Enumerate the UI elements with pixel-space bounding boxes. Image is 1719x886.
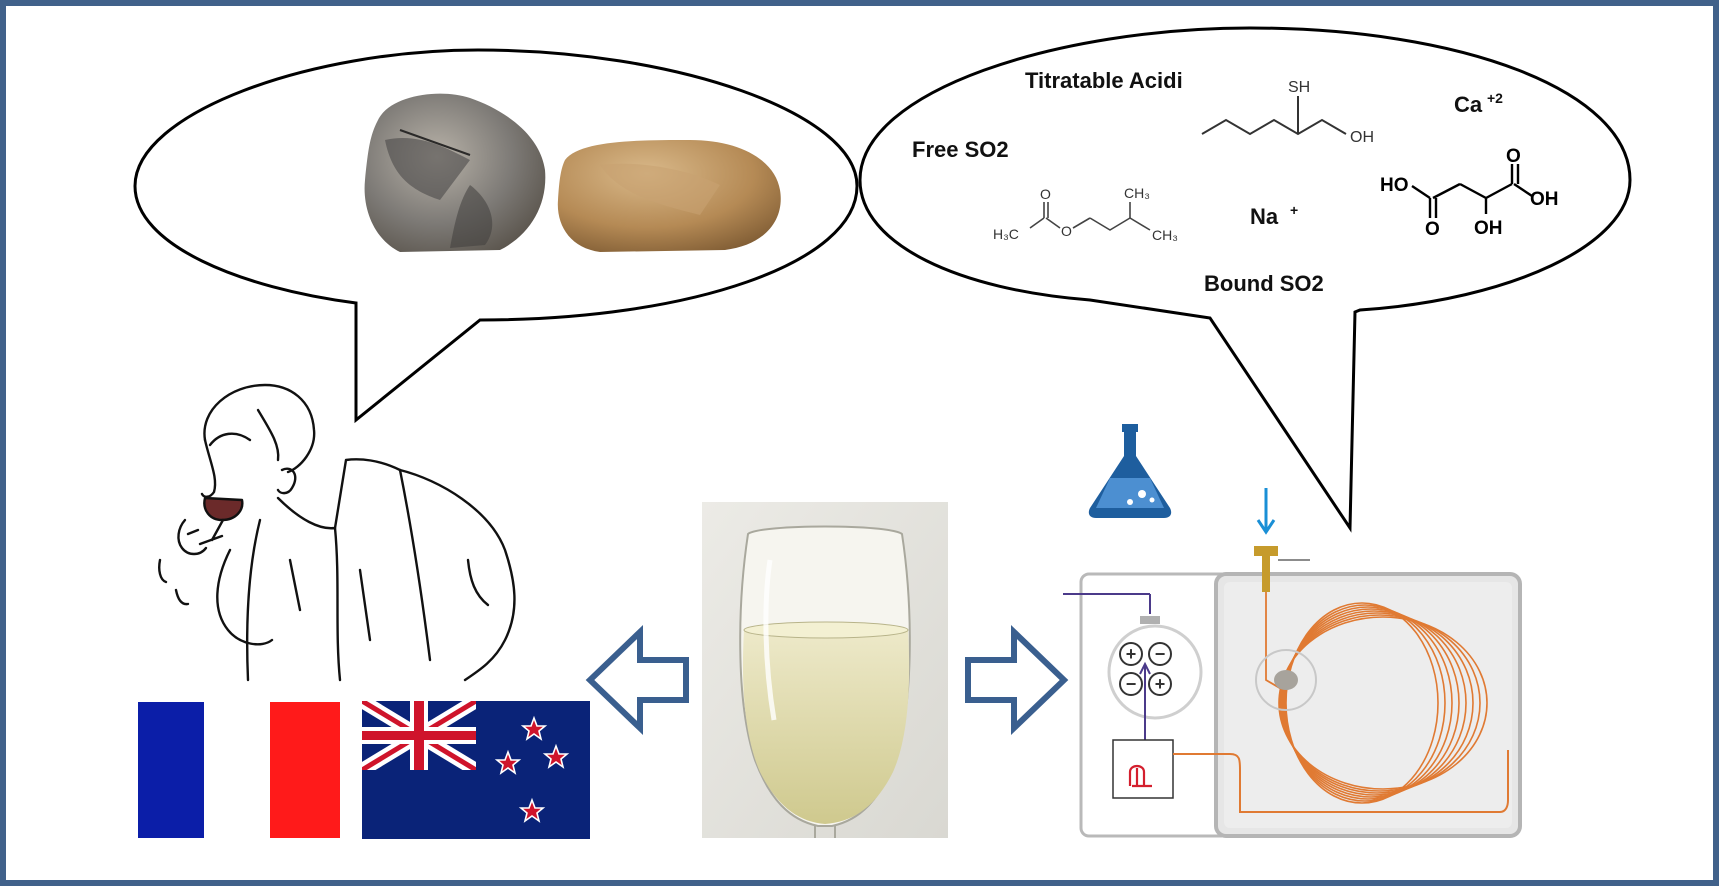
malic-ho-left: HO — [1380, 175, 1409, 196]
svg-text:+: + — [1155, 674, 1166, 694]
injection-arrow-icon — [1256, 488, 1276, 535]
ester-ch3-top: CH₃ — [1124, 185, 1150, 201]
ester-ch3-right: CH₃ — [1152, 227, 1178, 243]
malic-oh-mid: OH — [1474, 218, 1503, 239]
malic-o-left: O — [1425, 219, 1440, 240]
malic-o-top: O — [1506, 146, 1521, 167]
flint-stone-image — [364, 93, 546, 252]
arrow-to-sensory — [585, 624, 689, 736]
bound-so2-label: Bound SO2 — [1204, 271, 1324, 296]
malic-oh-right: OH — [1530, 189, 1559, 210]
electrode-plus-icon: + — [1148, 672, 1172, 696]
free-so2-label: Free SO2 — [912, 137, 1009, 162]
ester-ether-o: O — [1061, 223, 1072, 239]
thiol-oh-atom: OH — [1350, 129, 1374, 146]
electrophoresis-control-panel: + − − + — [1063, 572, 1231, 838]
electrode-plus-icon: + — [1119, 642, 1143, 666]
isoamyl-acetate-structure — [1029, 202, 1151, 231]
arrow-to-analysis — [965, 624, 1069, 736]
ester-carbonyl-o: O — [1040, 186, 1051, 202]
sodium-label: Na — [1250, 204, 1279, 229]
new-zealand-flag — [362, 701, 590, 839]
flask-icon — [1088, 424, 1172, 518]
capillary-cartridge — [1173, 546, 1522, 838]
france-flag — [138, 702, 340, 838]
wine-taster-drawing — [158, 383, 516, 682]
electrode-minus-icon: − — [1119, 672, 1143, 696]
analysis-speech-bubble — [858, 26, 1632, 533]
calcium-label: Ca — [1454, 92, 1483, 117]
malic-acid-structure — [1411, 164, 1533, 218]
sodium-charge: + — [1290, 202, 1298, 218]
titratable-acidity-label: Titratable Acidi — [1025, 68, 1183, 93]
svg-text:−: − — [1126, 674, 1137, 694]
electrode-minus-icon: − — [1148, 642, 1172, 666]
svg-text:+: + — [1126, 644, 1137, 664]
white-wine-glass-image — [702, 502, 948, 838]
southern-cross-stars — [494, 715, 570, 823]
ester-ch3-left: H₃C — [993, 226, 1019, 242]
mercaptohexanol-structure — [1201, 96, 1347, 136]
svg-text:−: − — [1155, 644, 1166, 664]
thiol-sh-atom: SH — [1288, 79, 1310, 96]
limestone-rock-image — [557, 140, 781, 252]
calcium-charge: +2 — [1487, 90, 1503, 106]
